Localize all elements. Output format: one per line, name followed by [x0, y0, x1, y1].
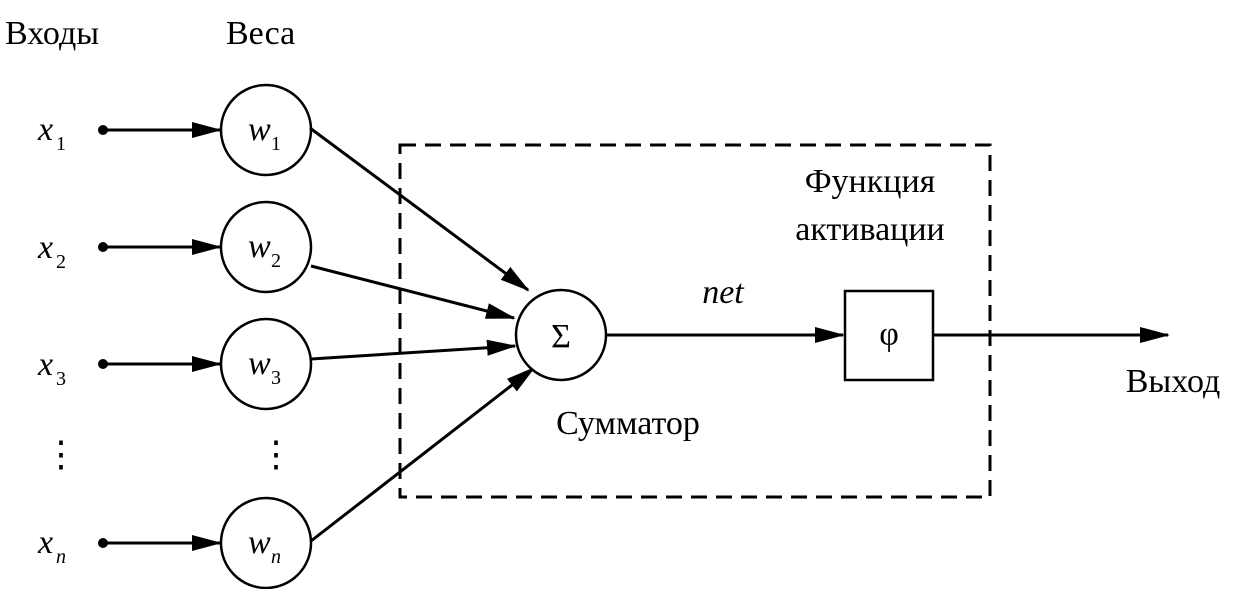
weight-node-n: w n	[219, 496, 313, 589]
weight-2-to-summator-arrow	[310, 264, 516, 320]
weight-subscript: 1	[271, 133, 281, 155]
weight-circle	[219, 317, 313, 411]
weight-subscript: 2	[271, 250, 281, 272]
weights-ellipsis: ⋮	[258, 434, 294, 474]
summator-symbol: Σ	[551, 318, 571, 355]
weight-n-to-summator-arrow	[310, 366, 536, 543]
weight-node-2: w 2	[219, 200, 313, 294]
input-row-3: x 3	[37, 346, 222, 390]
inputs-header: Входы	[5, 15, 99, 52]
weight-1-to-summator-arrow	[309, 126, 530, 292]
input-row-1: x 1	[37, 111, 222, 155]
input-subscript: n	[56, 546, 66, 568]
weight-node-1: w 1	[219, 83, 313, 177]
input-subscript: 2	[56, 251, 66, 273]
net-label: net	[702, 274, 745, 311]
weight-label: w	[248, 228, 271, 265]
activation-symbol: φ	[879, 316, 899, 353]
activation-label-line2: активации	[795, 211, 945, 248]
activation-function-box	[843, 289, 935, 382]
weight-node-3: w 3	[219, 317, 313, 411]
input-row-n: x n	[37, 524, 222, 568]
weight-circle	[219, 200, 313, 294]
activation-label-line1: Функция	[805, 163, 936, 200]
input-row-2: x 2	[37, 229, 222, 273]
input-label: x	[37, 111, 53, 148]
activation-box	[398, 143, 992, 499]
input-label: x	[37, 229, 53, 266]
weight-subscript: 3	[271, 367, 281, 389]
weight-label: w	[248, 111, 271, 148]
weight-label: w	[248, 524, 271, 561]
input-subscript: 1	[56, 133, 66, 155]
summator-label: Сумматор	[556, 405, 700, 442]
input-label: x	[37, 346, 53, 383]
weight-3-to-summator-arrow	[310, 339, 517, 361]
input-subscript: 3	[56, 368, 66, 390]
inputs-ellipsis: ⋮	[43, 434, 79, 474]
weight-subscript: n	[271, 546, 281, 568]
input-label: x	[37, 524, 53, 561]
weights-header: Веса	[226, 15, 295, 52]
weight-circle	[219, 496, 313, 589]
weight-label: w	[248, 345, 271, 382]
output-label: Выход	[1126, 363, 1221, 400]
